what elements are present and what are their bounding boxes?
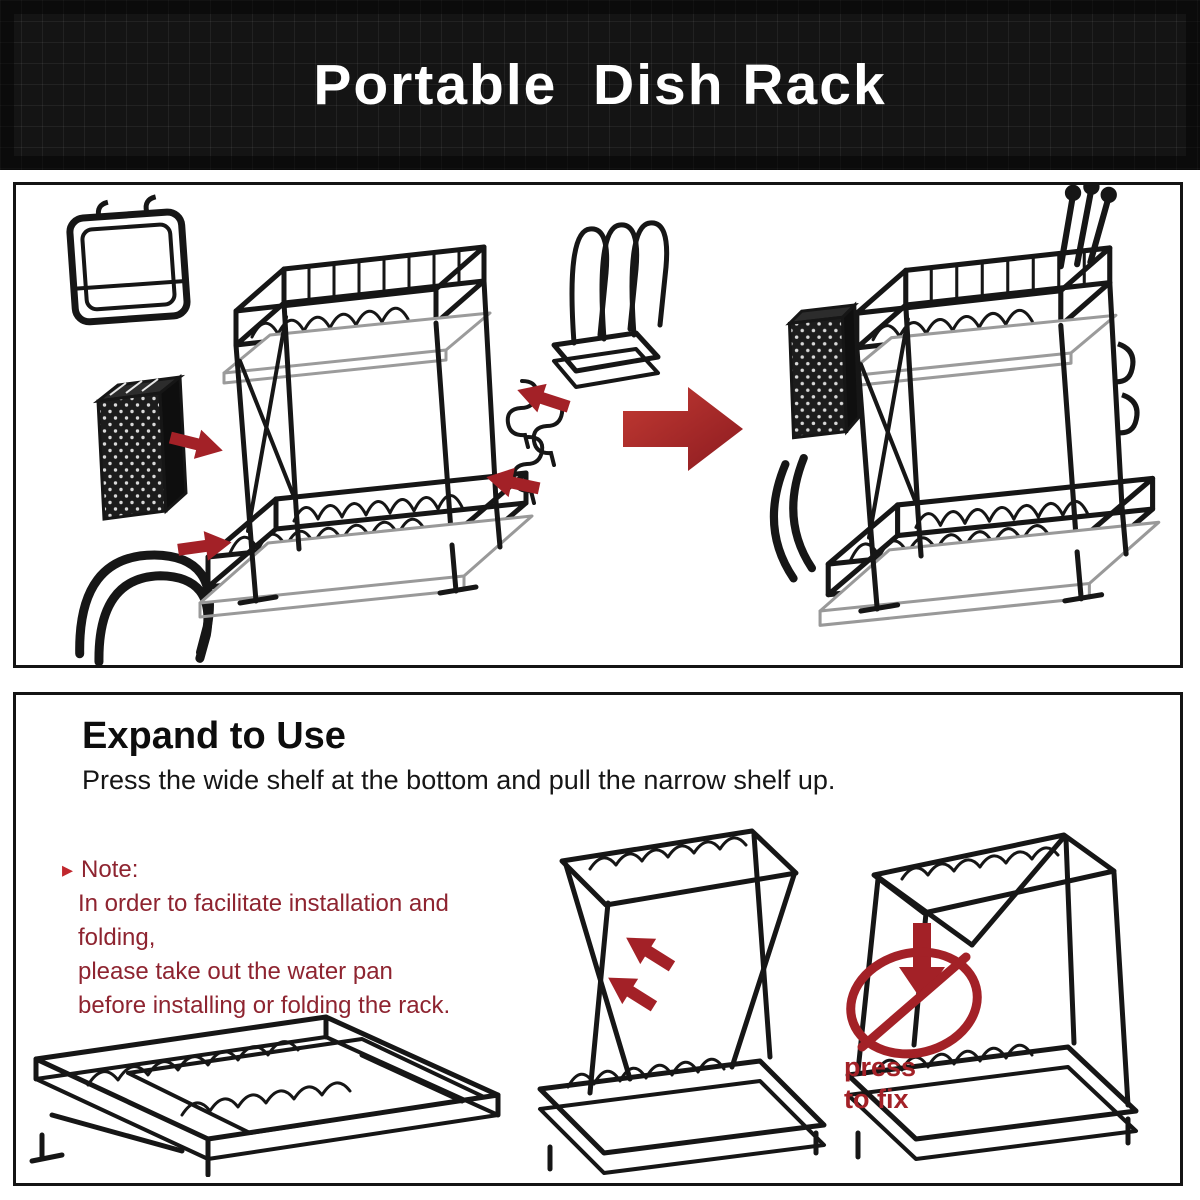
note-label: Note:	[81, 856, 139, 883]
section-heading: Expand to Use	[82, 715, 346, 757]
prohibition-slash	[857, 952, 971, 1052]
folding-instructions-diagram	[29, 828, 1139, 1177]
note-marker-icon: ▸	[62, 857, 74, 882]
attached-handle	[789, 453, 816, 573]
attached-hook	[1117, 392, 1140, 436]
lift-arrow	[618, 924, 680, 979]
press-fix-annotation	[846, 923, 982, 1059]
folded-flat-rack	[29, 1014, 501, 1177]
section-subtitle: Press the wide shelf at the bottom and p…	[82, 765, 836, 795]
assembly-diagram	[66, 185, 1180, 665]
assembly-panel	[13, 182, 1183, 668]
knife-set	[1057, 185, 1117, 270]
press-to-fix-label: press to fix	[844, 1051, 964, 1116]
hanging-frame-part	[66, 194, 191, 326]
instructions-panel: Expand to Use Press the wide shelf at th…	[13, 692, 1183, 1186]
cup-holder-part	[551, 220, 670, 389]
note-line: In order to facilitate installation and …	[78, 890, 449, 952]
page-title: Portable Dish Rack	[313, 53, 887, 117]
header-banner: Portable Dish Rack	[0, 0, 1200, 170]
note-line: please take out the water pan	[78, 958, 393, 986]
transform-arrow	[623, 387, 743, 471]
side-handle-part	[75, 550, 214, 665]
press-to-fix-line: to fix	[844, 1084, 909, 1115]
attached-hook	[1113, 341, 1136, 385]
attached-utensil-basket	[785, 301, 861, 440]
press-to-fix-line: press	[844, 1052, 917, 1082]
attached-handle	[769, 460, 798, 583]
note-block: ▸ Note: In order to facilitate installati…	[62, 853, 482, 1023]
prohibition-circle	[846, 947, 982, 1059]
note-title: ▸ Note:	[62, 853, 482, 887]
assembled-rack	[769, 185, 1159, 625]
note-line: before installing or folding the rack.	[78, 992, 451, 1020]
disassembled-rack	[200, 247, 532, 617]
utensil-basket-part	[92, 374, 188, 521]
half-unfolded-rack	[537, 828, 827, 1175]
